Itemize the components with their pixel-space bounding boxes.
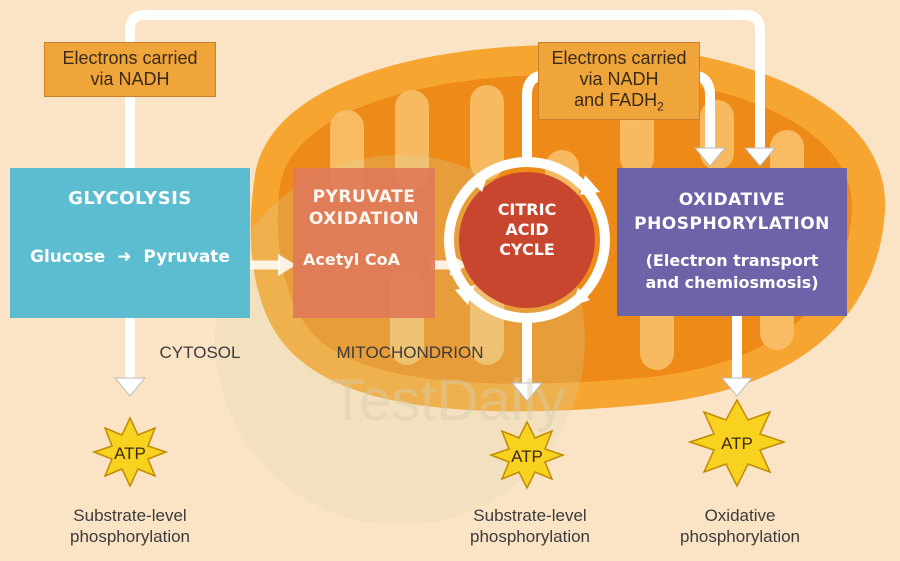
glycolysis-title: GLYCOLYSIS: [68, 188, 192, 209]
pyruvate-oxidation-box: PYRUVATE OXIDATION Acetyl CoA: [293, 168, 435, 318]
atp-star-3: [687, 398, 787, 488]
atp-star-1: [91, 416, 169, 488]
mitochondrion-label: MITOCHONDRION: [336, 343, 484, 362]
glycolysis-box: GLYCOLYSIS Glucose ➜ Pyruvate: [10, 168, 250, 318]
pyruvate-oxidation-title: PYRUVATE OXIDATION: [308, 187, 420, 229]
right-arrow-icon: ➜: [117, 247, 132, 267]
atp-label-1: ATP: [114, 444, 146, 463]
citric-acid-cycle-label: CITRIC ACID CYCLE: [497, 200, 557, 259]
label-nadh-fadh-text: Electrons carried via NADH and FADH: [551, 48, 687, 110]
cristae: [330, 85, 804, 370]
cycle-ring: [444, 157, 610, 323]
substrate-level-label-1: Substrate-level phosphorylation: [69, 506, 191, 546]
oxidative-phosphorylation-label: Oxidative phosphorylation: [679, 506, 801, 546]
label-electrons-nadh-fadh: Electrons carried via NADH and FADH2: [538, 42, 700, 120]
substrate-level-label-2: Substrate-level phosphorylation: [469, 506, 591, 546]
pyruvate-label: Pyruvate: [143, 247, 230, 267]
cytosol-label: CYTOSOL: [159, 343, 241, 362]
oxphos-title: OXIDATIVE PHOSPHORYLATION: [634, 190, 830, 234]
glucose-pyruvate-row: Glucose ➜ Pyruvate: [10, 247, 250, 267]
oxphos-subtitle: (Electron transport and chemiosmosis): [645, 251, 819, 292]
nadh-arrow-top: [125, 10, 765, 170]
atp-label-3: ATP: [721, 434, 753, 453]
atp-star-2: [488, 420, 566, 490]
cycle-core: [459, 172, 595, 308]
label-electrons-nadh: Electrons carried via NADH: [44, 42, 216, 97]
fadh-subscript: 2: [657, 99, 664, 114]
watermark-text: TestDaily: [330, 368, 565, 433]
acetyl-coa-label: Acetyl CoA: [303, 250, 400, 269]
oxidative-phosphorylation-box: OXIDATIVE PHOSPHORYLATION (Electron tran…: [617, 168, 847, 316]
atp-label-2: ATP: [511, 447, 543, 466]
glucose-label: Glucose: [30, 247, 106, 267]
